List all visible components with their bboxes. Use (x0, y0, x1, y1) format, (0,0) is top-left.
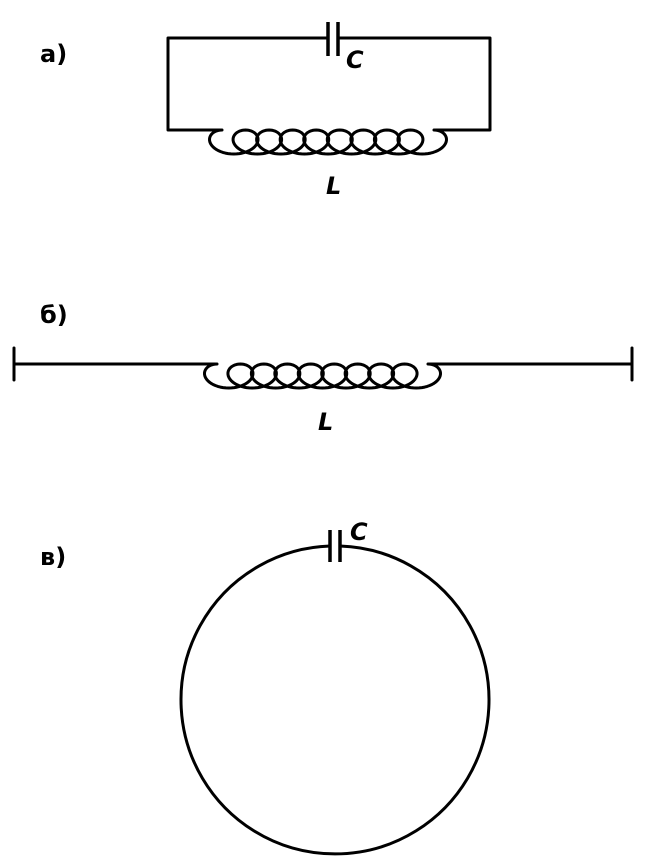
panel-a-label: а) (40, 40, 67, 68)
panel-b-inductor-coil (203, 362, 442, 390)
panel-a-inductor-symbol: L (326, 172, 341, 200)
panel-c-ring-circuit: в) C (40, 518, 491, 856)
panel-b-inductor-symbol: L (318, 408, 333, 436)
panel-b-open-inductor-line: б) L (12, 301, 634, 436)
panel-b-label: б) (40, 301, 68, 329)
panel-c-ring-wire (179, 544, 491, 856)
panel-a-top-wire-right (336, 36, 492, 132)
panel-c-label: в) (40, 543, 66, 571)
panel-a-top-wire-left (166, 36, 330, 132)
panel-a-closed-lc-circuit: а) C L (40, 22, 492, 200)
panel-a-inductor-coil (208, 128, 448, 156)
panel-a-capacitor-symbol: C (346, 46, 364, 74)
panel-c-capacitor-symbol: C (350, 518, 368, 546)
